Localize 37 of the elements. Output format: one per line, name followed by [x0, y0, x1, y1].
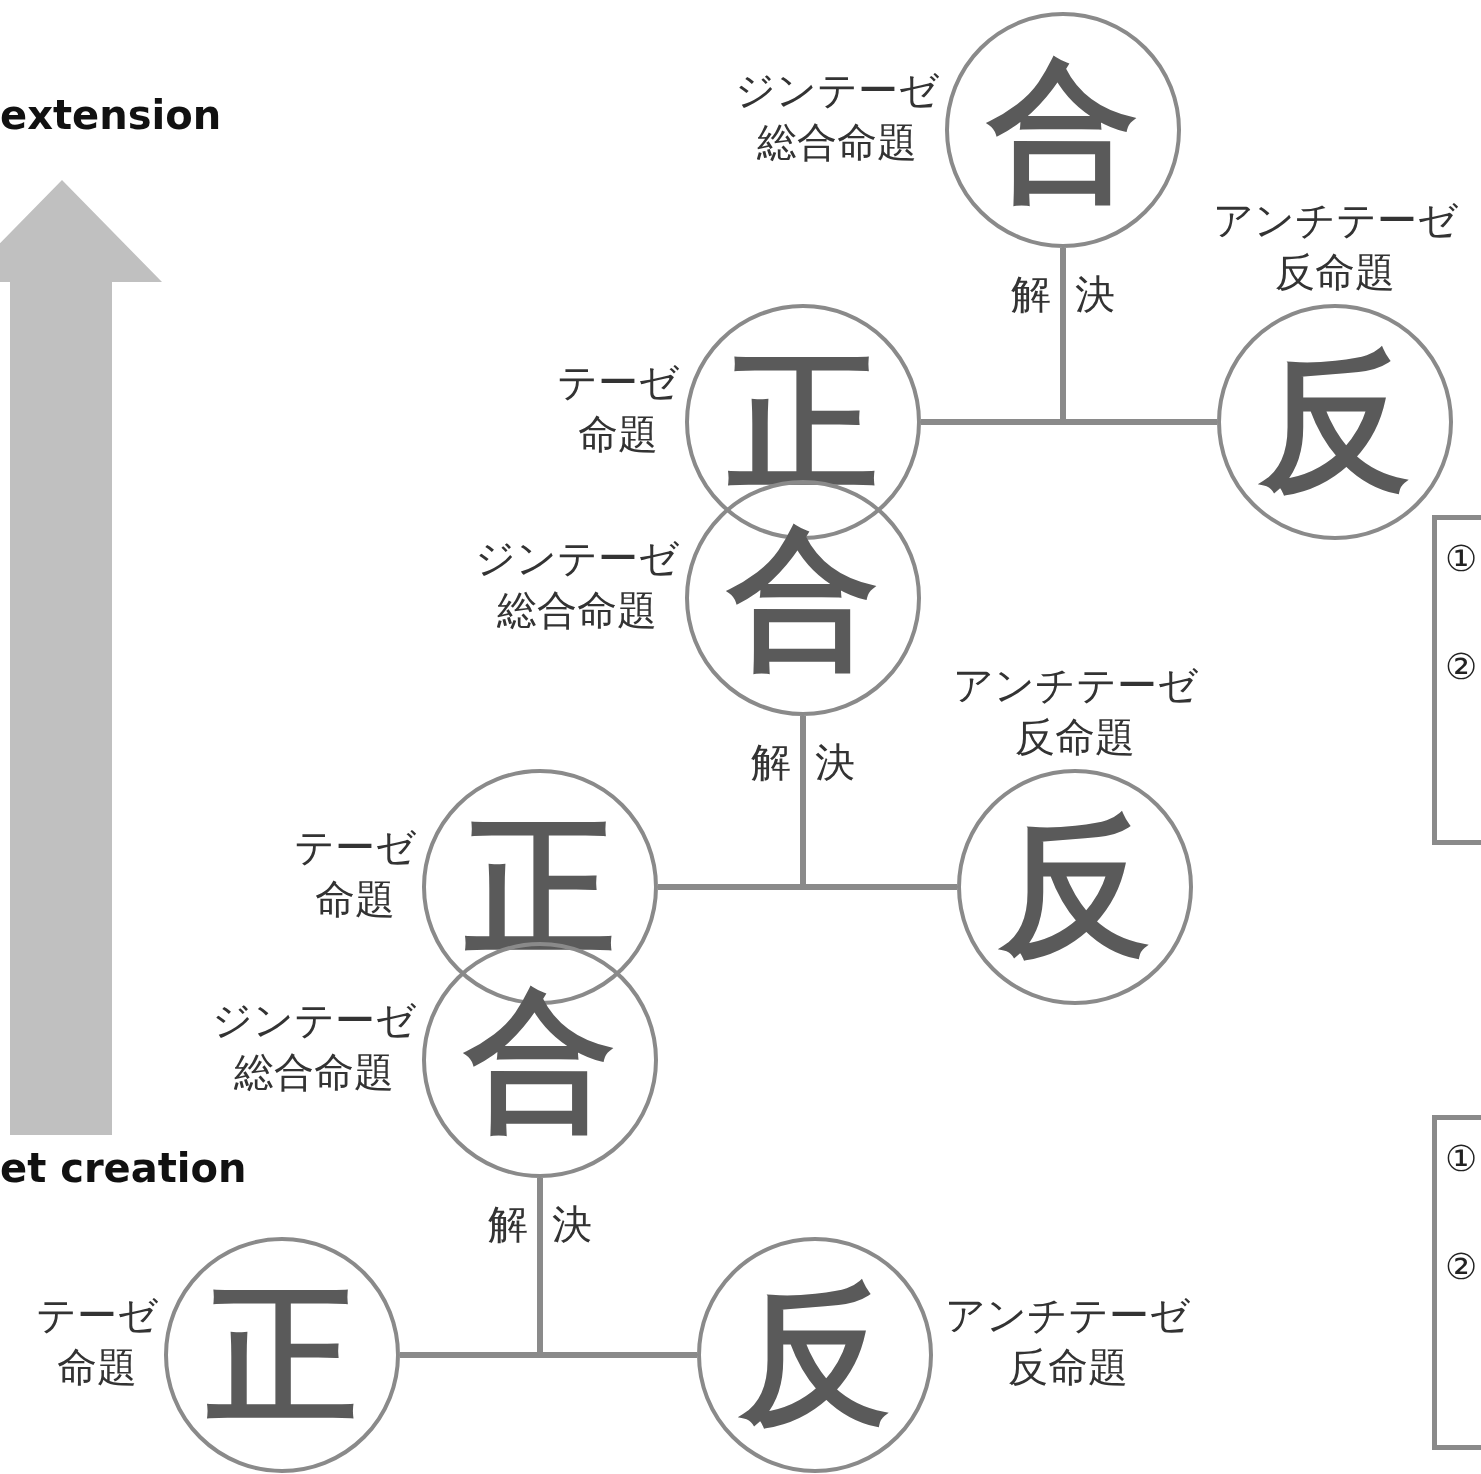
node-caption: 総合命題	[234, 1048, 394, 1097]
node-caption: テーゼ	[557, 358, 679, 407]
node-caption: アンチテーゼ	[952, 661, 1198, 710]
connector-line	[1060, 248, 1217, 425]
kanji-label: 合	[725, 510, 879, 687]
node-caption: 命題	[57, 1343, 137, 1392]
node-caption: 命題	[315, 875, 395, 924]
node-caption: アンチテーゼ	[1212, 196, 1458, 245]
kanji-label: 反	[1257, 334, 1411, 511]
node-caption: ジンテーゼ	[212, 996, 416, 1045]
kanji-label: 反	[737, 1267, 891, 1444]
list-marker: ①	[1445, 538, 1478, 579]
kanji-label: 合	[985, 42, 1139, 219]
connector-line	[800, 716, 957, 890]
list-marker: ②	[1445, 646, 1478, 687]
node-caption: テーゼ	[294, 823, 416, 872]
node-caption: 反命題	[1275, 248, 1395, 297]
edge-label: 解決	[1011, 274, 1139, 314]
axis-label: et creation	[0, 1145, 247, 1191]
node-caption: アンチテーゼ	[945, 1291, 1190, 1340]
node-caption: 総合命題	[757, 118, 917, 167]
axis-label: extension	[0, 92, 222, 138]
edge-label: 解決	[488, 1204, 616, 1244]
kanji-label: 反	[997, 799, 1151, 976]
kanji-label: 正	[727, 334, 879, 511]
node-caption: 反命題	[1007, 1343, 1128, 1392]
node-caption: ジンテーゼ	[475, 534, 679, 583]
connector-line	[537, 1178, 697, 1358]
node-caption: ジンテーゼ	[735, 66, 939, 115]
list-marker: ②	[1445, 1246, 1478, 1287]
node-caption: 命題	[578, 410, 658, 459]
node-caption: 総合命題	[497, 586, 657, 635]
node-caption: 反命題	[1015, 713, 1135, 762]
edge-label: 解決	[751, 742, 879, 782]
kanji-label: 正	[206, 1267, 358, 1444]
node-caption: テーゼ	[36, 1291, 158, 1340]
list-marker: ①	[1445, 1138, 1478, 1179]
